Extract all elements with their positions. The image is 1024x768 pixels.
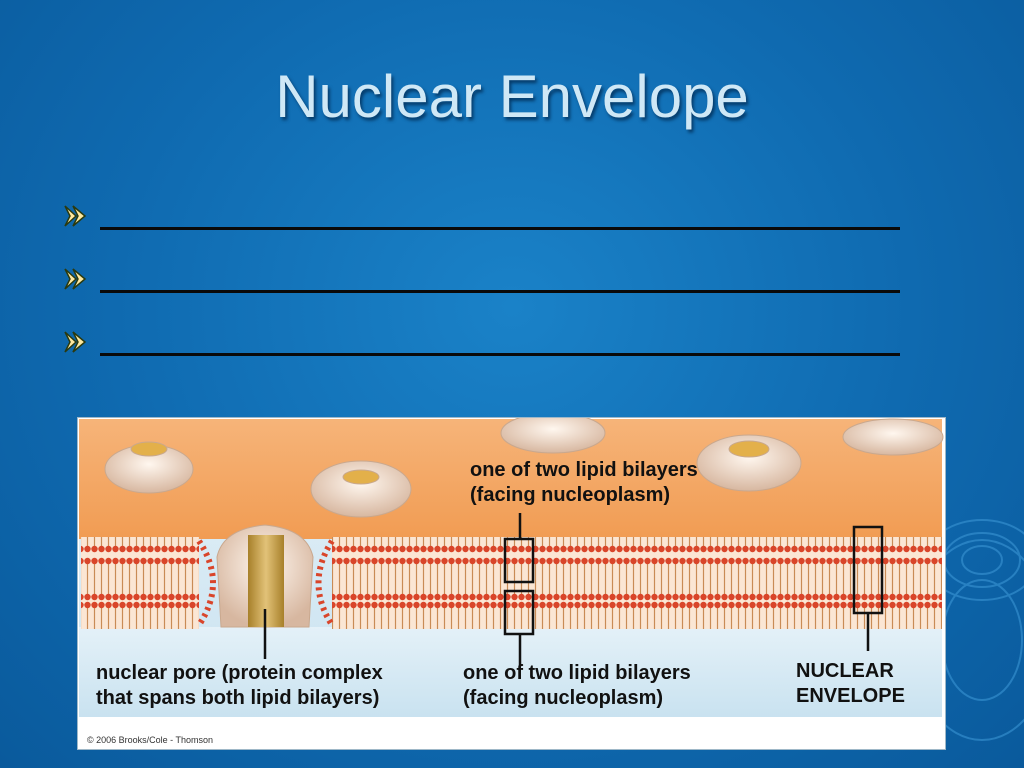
copyright-notice: © 2006 Brooks/Cole - Thomson (87, 735, 214, 745)
bullet-item-1 (62, 199, 912, 233)
nuclear-pore-label: nuclear pore (protein complex that spans… (96, 662, 383, 709)
arrow-bullet-icon (64, 331, 87, 353)
blank-line (100, 227, 900, 230)
arrow-bullet-icon (64, 268, 87, 290)
bullet-item-2 (62, 262, 912, 296)
nuclear-envelope-label: NUCLEAR ENVELOPE (796, 660, 905, 707)
arrow-bullet-icon (64, 205, 87, 227)
top-bilayer-label: one of two lipid bilayers (facing nucleo… (470, 459, 698, 506)
slide-title: Nuclear Envelope (275, 63, 749, 130)
nuclear-pore-top (104, 417, 944, 518)
blank-line (100, 353, 900, 356)
bottom-bilayer-label: one of two lipid bilayers (facing nucleo… (463, 662, 691, 709)
nuclear-envelope-diagram: one of two lipid bilayers (facing nucleo… (77, 417, 946, 750)
bullet-item-3 (62, 325, 912, 359)
blank-line (100, 290, 900, 293)
diagram-illustration (77, 417, 946, 750)
